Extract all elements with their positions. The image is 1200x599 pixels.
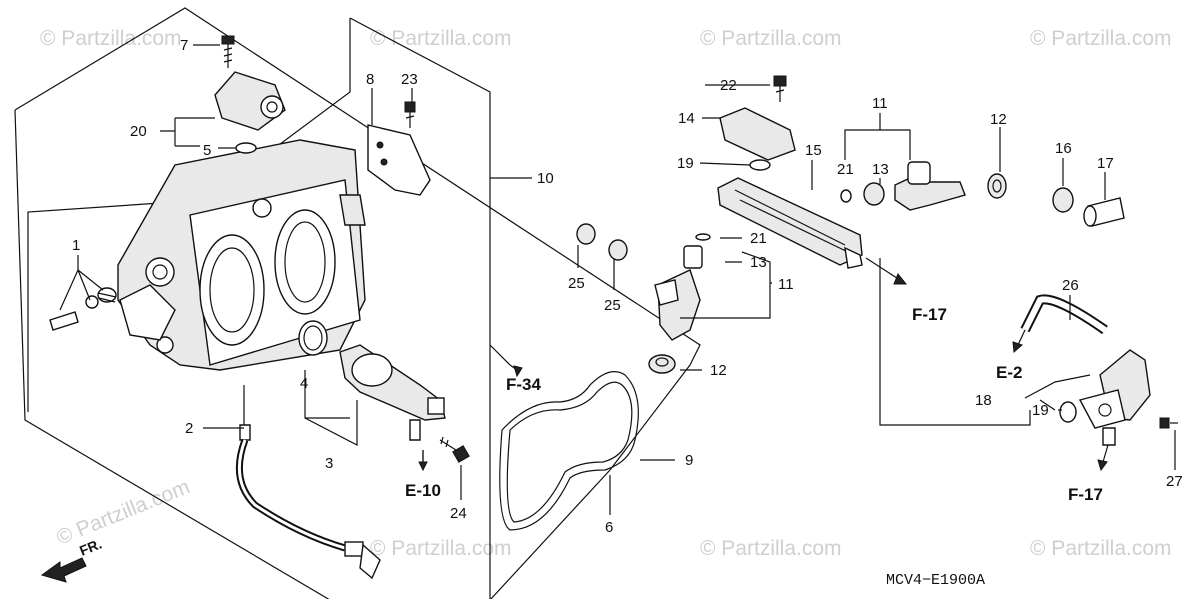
part-15-fuel-rail (717, 177, 863, 269)
callout-11: 11 (778, 276, 794, 293)
callout-9: 9 (685, 452, 693, 469)
callout-25: 25 (568, 275, 585, 292)
diagram-code: MCV4−E1900A (886, 572, 985, 589)
part-22-bolt (773, 75, 787, 102)
watermark: © Partzilla.com (370, 27, 512, 50)
ref-e10: E-10 (405, 481, 441, 500)
part-17-hose (1083, 197, 1125, 227)
part-16-cushion (1052, 187, 1074, 213)
callout-25: 25 (604, 297, 621, 314)
callout-1: 1 (72, 237, 80, 254)
ref-f17-regulator: F-17 (1068, 485, 1103, 504)
ref-f17-rail: F-17 (912, 305, 947, 324)
callout-8: 8 (366, 71, 374, 88)
callout-19: 19 (677, 155, 694, 172)
front-indicator: FR. (40, 535, 104, 583)
part-12-seal-upper (987, 173, 1007, 199)
callout-23: 23 (401, 71, 418, 88)
part-25-cap (576, 223, 628, 261)
callout-13: 13 (750, 254, 767, 271)
part-23-bolt (404, 101, 416, 128)
part-4-o-ring (298, 320, 328, 356)
callout-7: 7 (180, 37, 188, 54)
watermark: © Partzilla.com (370, 537, 512, 560)
part-26-hose (1020, 294, 1108, 335)
part-19-o-ring-upper (749, 159, 771, 171)
watermark: © Partzilla.com (40, 27, 182, 50)
part-7-bolt (221, 35, 235, 68)
part-8-bracket (367, 124, 431, 196)
ref-f34: F-34 (506, 375, 542, 394)
part-5-o-ring (235, 142, 257, 154)
part-6-gasket (499, 371, 639, 531)
callout-14: 14 (678, 110, 695, 127)
callout-3: 3 (325, 455, 333, 472)
callout-18: 18 (975, 392, 992, 409)
callout-6: 6 (605, 519, 613, 536)
reference-labels: F-34 E-10 F-17 E-2 F-17 (405, 305, 1103, 504)
part-2-hose (235, 385, 381, 580)
callout-10: 10 (537, 170, 554, 187)
callout-13: 13 (872, 161, 889, 178)
callout-26: 26 (1062, 277, 1079, 294)
callout-5: 5 (203, 142, 211, 159)
watermark: © Partzilla.com (1030, 537, 1172, 560)
watermark: © Partzilla.com (700, 537, 842, 560)
leader-lines (59, 44, 1176, 515)
front-arrow-icon (40, 557, 87, 583)
callout-2: 2 (185, 420, 193, 437)
part-14-cover (719, 107, 796, 161)
callout-27: 27 (1166, 473, 1183, 490)
part-11-injector-lower (654, 233, 711, 341)
part-11-injector-upper (894, 161, 966, 211)
callout-12: 12 (990, 111, 1007, 128)
watermarks: © Partzilla.com © Partzilla.com © Partzi… (40, 27, 1172, 560)
callout-12: 12 (710, 362, 727, 379)
ref-e2: E-2 (996, 363, 1022, 382)
part-19-o-ring-lower (1059, 401, 1077, 423)
throttle-body (117, 139, 366, 371)
part-12-seal-lower (648, 354, 676, 374)
part-24-bolt (439, 436, 470, 463)
part-21-o-ring-upper (840, 189, 852, 203)
callout-numbers: 7 20 5 8 23 1 10 4 3 2 24 6 9 25 25 22 1… (72, 37, 1183, 536)
callout-4: 4 (300, 375, 308, 392)
callout-11: 11 (872, 95, 888, 112)
part-18-pressure-regulator (1078, 349, 1151, 446)
part-1-screw-spring (49, 287, 117, 331)
callout-17: 17 (1097, 155, 1114, 172)
callout-21: 21 (750, 230, 767, 247)
front-label: FR. (77, 535, 104, 558)
callout-16: 16 (1055, 140, 1072, 157)
callout-20: 20 (130, 123, 147, 140)
assembly-outline (14, 7, 701, 599)
callout-22: 22 (720, 77, 737, 94)
part-27-bolt (1159, 417, 1178, 429)
reference-arrows (418, 257, 1109, 472)
watermark: © Partzilla.com (700, 27, 842, 50)
callout-19: 19 (1032, 402, 1049, 419)
part-20-map-sensor (214, 71, 286, 131)
watermark: © Partzilla.com (1030, 27, 1172, 50)
callout-15: 15 (805, 142, 822, 159)
part-3-idle-valve (339, 344, 446, 441)
callout-24: 24 (450, 505, 467, 522)
watermark: © Partzilla.com (53, 475, 193, 549)
callout-21: 21 (837, 161, 854, 178)
part-13-cap-upper (863, 182, 885, 206)
